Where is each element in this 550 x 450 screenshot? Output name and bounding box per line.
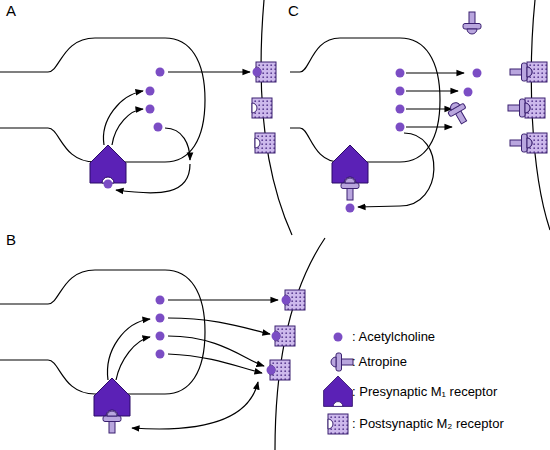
loop-arrow bbox=[165, 128, 190, 160]
feedback-arrow bbox=[103, 91, 143, 145]
acetylcholine-dot bbox=[396, 87, 405, 96]
legend-samples bbox=[324, 333, 353, 435]
acetylcholine-dot bbox=[104, 180, 113, 189]
acetylcholine-dot bbox=[156, 332, 165, 341]
release-arrow bbox=[168, 71, 250, 72]
acetylcholine-dot bbox=[396, 69, 405, 78]
m1-receptor bbox=[94, 378, 130, 416]
atropine bbox=[103, 12, 532, 433]
legend-entry: : Atropine bbox=[352, 354, 407, 370]
acetylcholine bbox=[104, 68, 482, 375]
legend-entry: : Acetylcholine bbox=[352, 329, 435, 345]
m2-receptor bbox=[255, 133, 275, 153]
feedback-arrow bbox=[108, 319, 150, 380]
legend-text: : Postsynaptic M₂ receptor bbox=[352, 416, 504, 431]
acetylcholine-dot bbox=[146, 105, 155, 114]
acetylcholine-dot bbox=[346, 204, 355, 213]
acetylcholine-dot bbox=[282, 296, 291, 305]
acetylcholine-dot bbox=[272, 332, 281, 341]
legend-text: : Presynaptic M₁ receptor bbox=[352, 384, 497, 399]
acetylcholine-dot bbox=[396, 105, 405, 114]
release-arrow bbox=[168, 299, 278, 300]
atropine-molecule bbox=[510, 134, 532, 152]
acetylcholine-dot bbox=[154, 123, 163, 132]
atropine-molecule bbox=[341, 178, 359, 200]
acetylcholine-dot bbox=[253, 68, 262, 77]
legend-text: : Acetylcholine bbox=[352, 329, 435, 344]
release-arrow bbox=[406, 108, 452, 109]
atropine-molecule bbox=[510, 63, 532, 81]
flow-arrows bbox=[103, 72, 464, 429]
release-arrow bbox=[406, 126, 452, 127]
legend-entry: : Presynaptic M₁ receptor bbox=[352, 384, 497, 400]
atropine-molecule bbox=[508, 99, 530, 117]
legend-sample bbox=[331, 353, 353, 371]
atropine-molecule bbox=[463, 12, 481, 34]
acetylcholine-dot bbox=[267, 366, 276, 375]
acetylcholine-dot bbox=[473, 69, 482, 78]
release-arrow bbox=[168, 354, 262, 373]
legend-entry: : Postsynaptic M₂ receptor bbox=[352, 416, 504, 432]
presynaptic-terminal bbox=[0, 38, 205, 162]
acetylcholine-dot bbox=[396, 123, 405, 132]
loop-arrow bbox=[358, 133, 434, 207]
loop-arrow bbox=[116, 164, 190, 193]
feedback-arrow bbox=[116, 337, 150, 380]
release-arrow bbox=[406, 90, 458, 91]
legend-sample bbox=[334, 333, 343, 342]
legend-sample bbox=[328, 414, 348, 434]
atropine-molecule bbox=[445, 99, 472, 127]
postsynaptic-membrane bbox=[275, 238, 325, 450]
acetylcholine-dot bbox=[156, 350, 165, 359]
loop-arrow bbox=[132, 382, 258, 429]
acetylcholine-dot bbox=[156, 68, 165, 77]
feedback-arrow bbox=[112, 109, 143, 145]
receptors bbox=[90, 62, 547, 416]
legend-sample bbox=[324, 376, 353, 406]
m1-receptor bbox=[332, 145, 368, 183]
acetylcholine-dot bbox=[146, 87, 155, 96]
panel-letter: B bbox=[6, 231, 16, 249]
m2-receptor bbox=[252, 98, 272, 118]
release-arrow bbox=[406, 72, 464, 73]
acetylcholine-dot bbox=[156, 296, 165, 305]
presynaptic-terminal bbox=[290, 38, 440, 162]
release-arrow bbox=[168, 336, 264, 366]
panel-letter: C bbox=[288, 2, 299, 20]
atropine-molecule bbox=[103, 411, 121, 433]
panel-letter: A bbox=[6, 2, 16, 20]
presynaptic-terminal bbox=[0, 270, 205, 394]
release-arrow bbox=[168, 318, 270, 334]
acetylcholine-dot bbox=[464, 88, 473, 97]
acetylcholine-dot bbox=[156, 314, 165, 323]
m1-receptor bbox=[90, 145, 126, 183]
legend-text: : Atropine bbox=[352, 354, 407, 369]
